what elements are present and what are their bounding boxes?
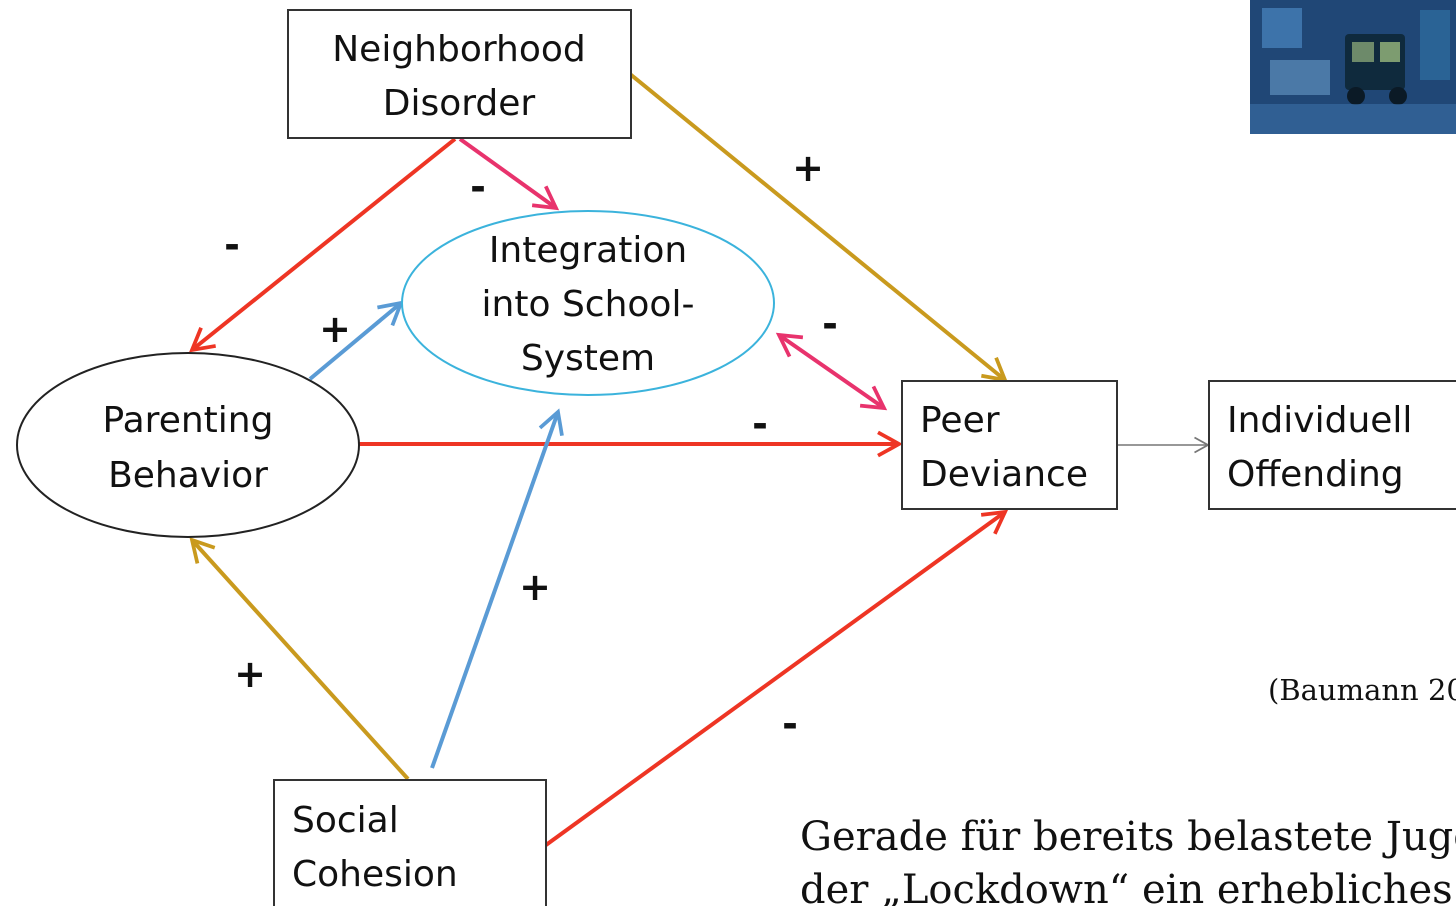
node-parenting-line-2: Behavior [108, 455, 268, 496]
node-neighborhood-line-1: Neighborhood [332, 29, 586, 70]
caption-line-1: Gerade für bereits belastete Jugendli [800, 814, 1456, 860]
edge-social-parenting [189, 537, 410, 781]
sign-parenting-integration: + [319, 307, 351, 351]
node-offending-line-1: Individuell [1227, 400, 1412, 441]
edge-social-integration [430, 408, 564, 769]
node-peer-deviance: Peer Deviance [901, 380, 1118, 510]
node-parenting-line-1: Parenting [103, 400, 274, 441]
sign-social-integration: + [519, 565, 551, 609]
node-peer-line-2: Deviance [920, 454, 1088, 495]
edge-neighborhood-integration [458, 137, 560, 211]
sign-neighborhood-integration: - [470, 165, 486, 209]
node-integration-line-3: System [521, 338, 655, 379]
sign-integration-peer: - [822, 302, 838, 346]
sign-parenting-peer: - [752, 402, 768, 446]
node-neighborhood-disorder: Neighborhood Disorder [287, 9, 632, 139]
edge-parenting-integration [308, 300, 404, 381]
node-social-cohesion: Social Cohesion [273, 779, 547, 906]
edge-neighborhood-peer [628, 72, 1008, 383]
node-integration-into-school-system: Integration into School- System [401, 210, 775, 396]
node-individuell-offending: Individuell Offending [1208, 380, 1456, 510]
caption-line-2: der „Lockdown“ ein erhebliches Ris [800, 867, 1456, 906]
citation-text: (Baumann 20 [1268, 673, 1456, 707]
node-social-line-2: Cohesion [292, 854, 458, 895]
node-parenting-behavior: Parenting Behavior [16, 352, 360, 538]
sign-social-peer: - [782, 702, 798, 746]
edge-neighborhood-parenting [189, 137, 457, 353]
sign-neighborhood-peer: + [792, 146, 824, 190]
node-neighborhood-line-2: Disorder [383, 83, 536, 124]
photo-thumbnail [1250, 0, 1456, 134]
node-peer-line-1: Peer [920, 400, 1000, 441]
sign-social-parenting: + [234, 652, 266, 696]
node-offending-line-2: Offending [1227, 454, 1404, 495]
node-integration-line-1: Integration [489, 230, 687, 271]
edge-social-peer [544, 509, 1009, 847]
node-integration-line-2: into School- [482, 284, 695, 325]
edge-integration-peer [775, 332, 888, 411]
sign-neighborhood-parenting: - [224, 223, 240, 267]
node-social-line-1: Social [292, 800, 399, 841]
